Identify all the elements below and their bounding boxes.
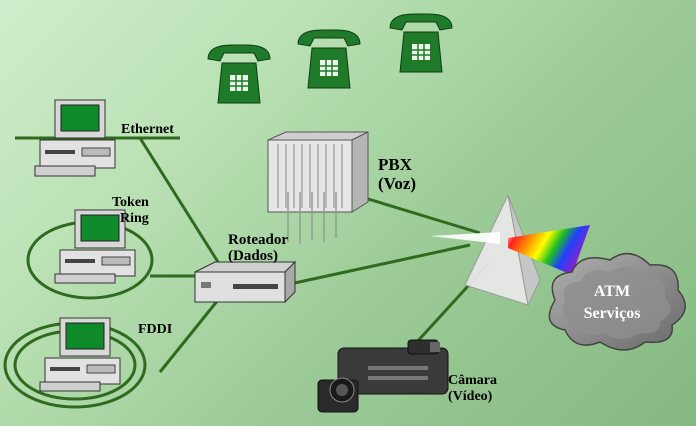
pbx-label-line1: PBX: [378, 155, 413, 174]
video-camera-icon: [317, 339, 449, 413]
token-ring-computer-icon: [54, 209, 136, 284]
ethernet-computer-icon: [34, 99, 116, 177]
telephone-icon-3: [389, 13, 453, 73]
prism-icon: [430, 193, 590, 307]
atm-label-line1: ATM: [594, 283, 630, 300]
router-label-line2: (Dados): [228, 248, 278, 264]
pbx-rack-icon: [267, 131, 369, 244]
camera-label-line2: (Vídeo): [448, 389, 493, 404]
fddi-computer-icon: [39, 317, 121, 392]
atm-label-line2: Serviços: [584, 305, 641, 322]
telephone-icon-1: [207, 44, 271, 104]
light-spectrum: [508, 225, 590, 275]
router-icon: [194, 260, 297, 304]
fddi-to-router-line: [158, 299, 220, 373]
atm-cloud-icon: [548, 252, 686, 351]
fddi-label: FDDI: [138, 322, 172, 337]
router-label-line1: Roteador: [228, 232, 288, 248]
token-ring-label-line2: Ring: [120, 211, 149, 226]
pbx-label-line2: (Voz): [378, 174, 416, 193]
ethernet-label: Ethernet: [121, 122, 174, 137]
router-to-prism-line: [289, 243, 471, 286]
token-ring-label-line1: Token: [112, 195, 149, 210]
camera-label-line1: Câmara: [448, 373, 497, 388]
ethernet-to-router-line: [138, 137, 220, 263]
pbx-to-prism-line: [354, 193, 481, 235]
telephone-icon-2: [297, 29, 361, 89]
